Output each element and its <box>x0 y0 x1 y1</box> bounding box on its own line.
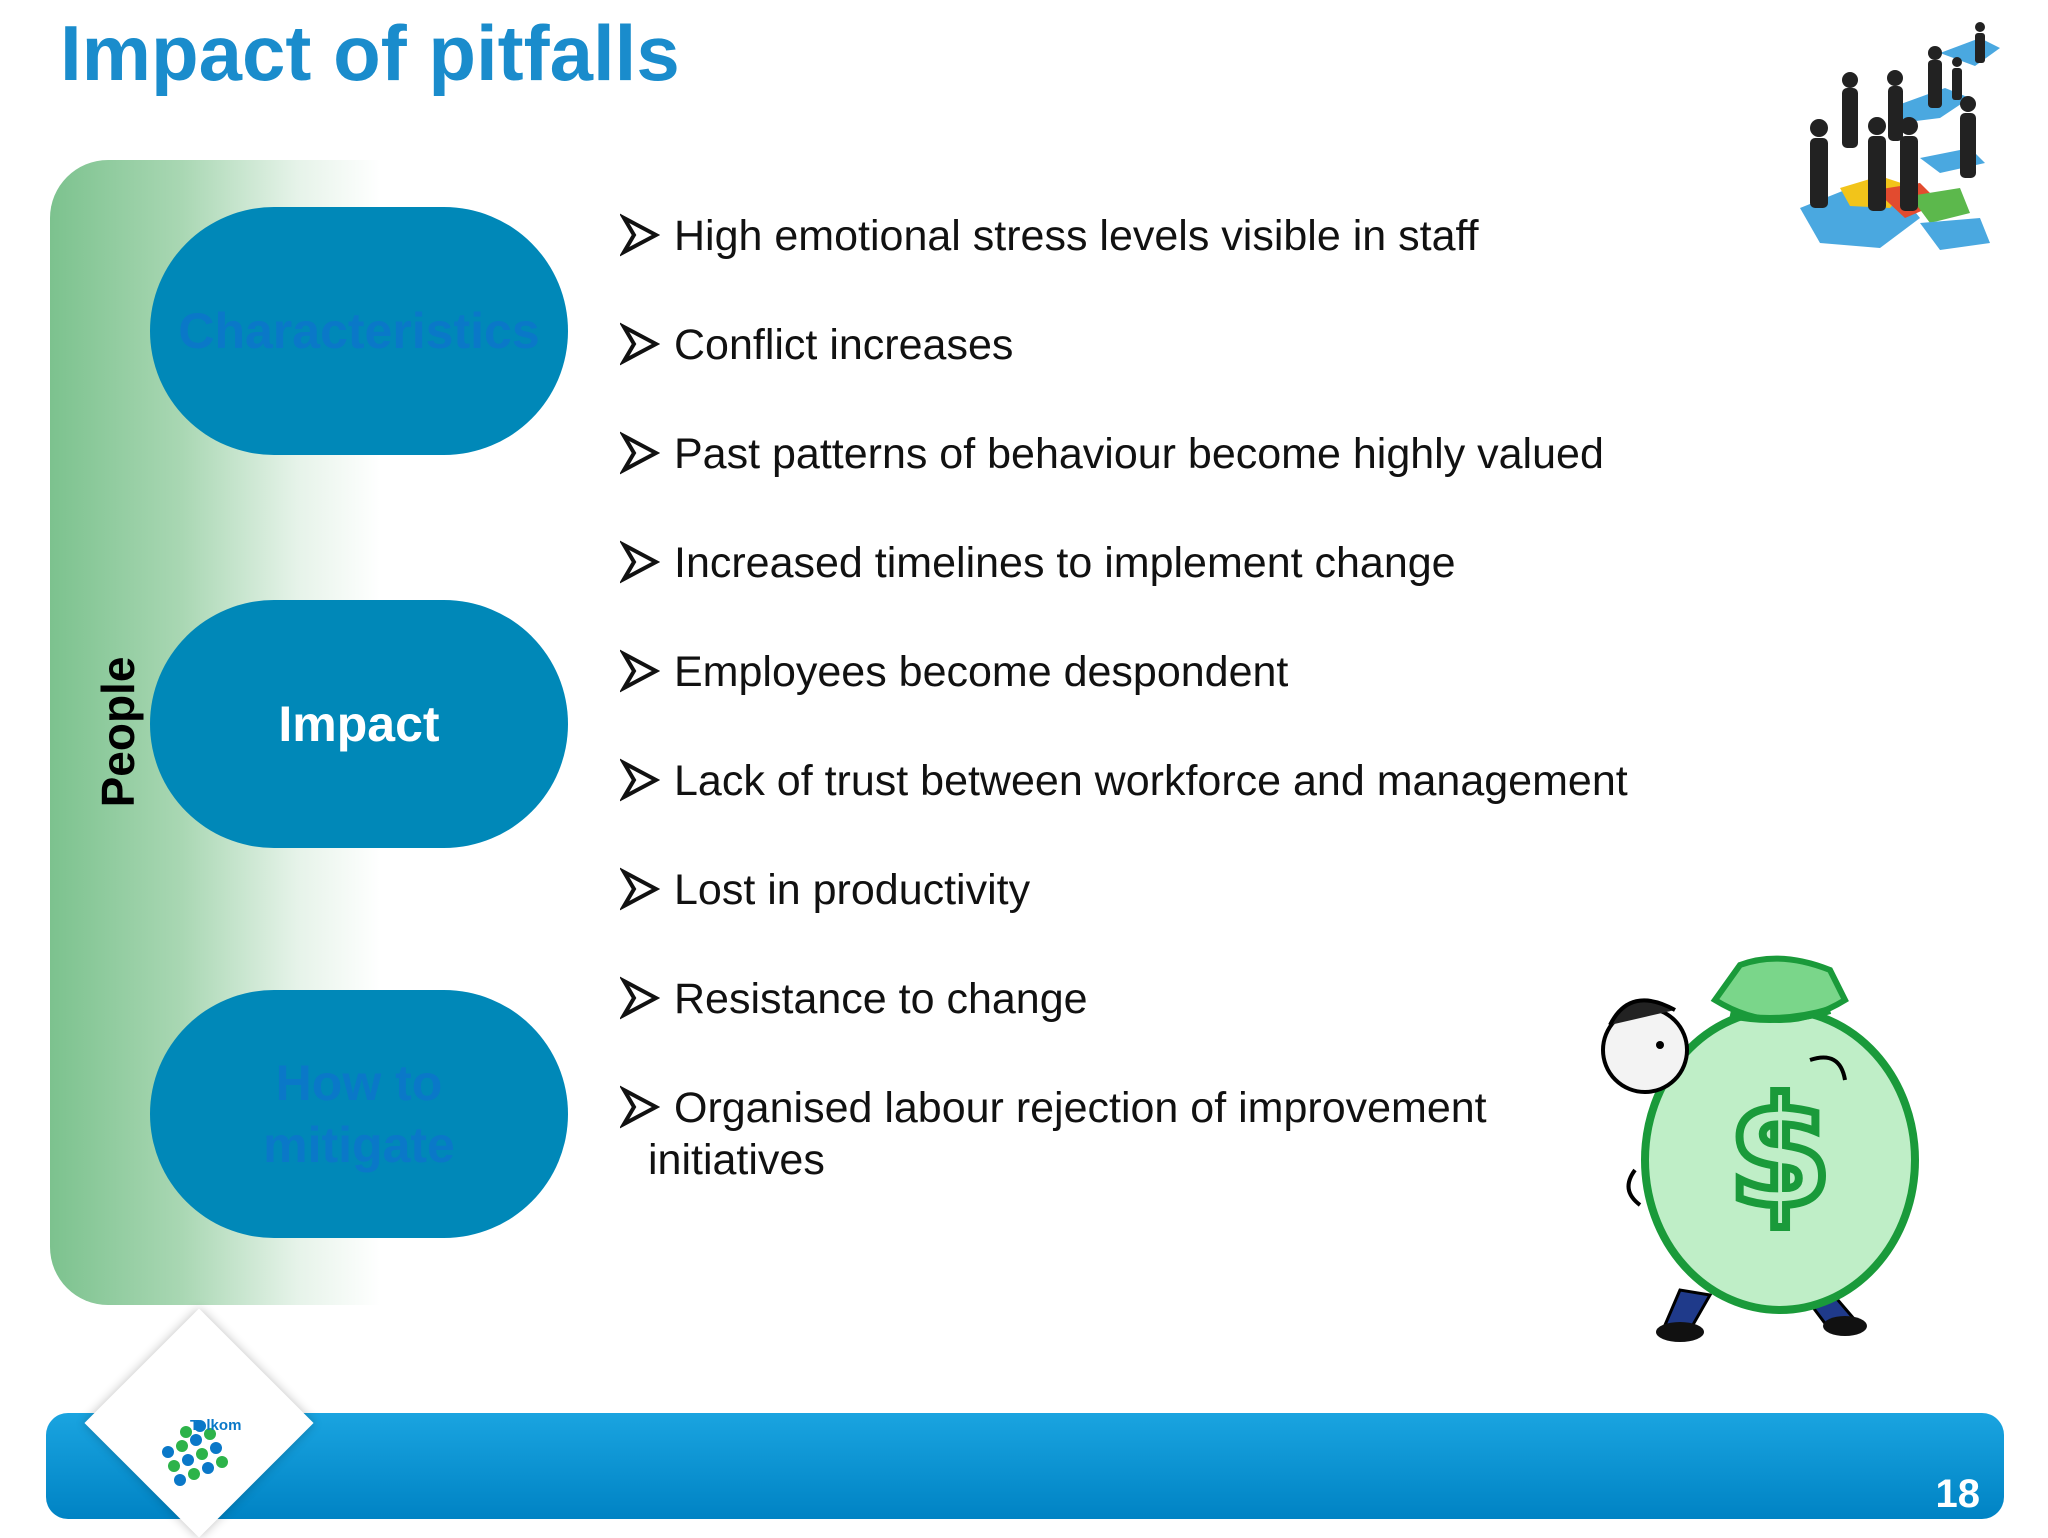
slide-title: Impact of pitfalls <box>60 9 680 97</box>
bullet-text: Lost in productivity <box>674 866 1031 914</box>
business-people-puzzle-image <box>1800 22 2000 250</box>
bullet-item: High emotional stress levels visible in … <box>620 210 1720 319</box>
bullet-text: Resistance to change <box>674 975 1088 1023</box>
bullet-text: High emotional stress levels visible in … <box>674 212 1479 260</box>
arrow-bullet-icon <box>620 322 660 366</box>
arrow-bullet-icon <box>620 540 660 584</box>
bullet-text: Conflict increases <box>674 321 1014 369</box>
telkom-logo <box>162 1420 228 1486</box>
impact-bullet-list: High emotional stress levels visible in … <box>620 210 1720 1191</box>
money-bag-man-image: $ <box>1601 955 1919 1342</box>
bullet-text-continuation: initiatives <box>648 1136 825 1184</box>
impact-pill-label: Impact <box>278 696 440 752</box>
arrow-bullet-icon <box>620 1085 660 1129</box>
bullet-item: Employees become despondent <box>620 646 1720 755</box>
bullet-item: Lost in productivity <box>620 864 1720 973</box>
bullet-text: Employees become despondent <box>674 648 1289 696</box>
bullet-text-line: Organised labour rejection of improvemen… <box>674 1084 1487 1132</box>
svg-text:$: $ <box>1728 1067 1832 1241</box>
footer-bar <box>46 1413 2004 1519</box>
bullet-item: Increased timelines to implement change <box>620 537 1720 646</box>
arrow-bullet-icon <box>620 649 660 693</box>
how-to-mitigate-pill-label: How to mitigate <box>263 1055 455 1173</box>
arrow-bullet-icon <box>620 867 660 911</box>
arrow-bullet-icon <box>620 431 660 475</box>
impact-pill[interactable]: Impact <box>150 600 568 848</box>
page-number: 18 <box>1935 1472 1981 1516</box>
arrow-bullet-icon <box>620 213 660 257</box>
bullet-item: Resistance to change <box>620 973 1720 1082</box>
bullet-item: Conflict increases <box>620 319 1720 428</box>
arrow-bullet-icon <box>620 758 660 802</box>
bullet-item: Organised labour rejection of improvemen… <box>620 1082 1720 1191</box>
arrow-bullet-icon <box>620 976 660 1020</box>
how-to-mitigate-pill[interactable]: How to mitigate <box>150 990 568 1238</box>
bullet-text: Organised labour rejection of improvemen… <box>648 1082 1674 1186</box>
bullet-item: Past patterns of behaviour become highly… <box>620 428 1720 537</box>
bullet-text: Past patterns of behaviour become highly… <box>674 430 1604 478</box>
characteristics-pill[interactable]: Characteristics <box>150 207 568 455</box>
telkom-logo-text: Telkom <box>190 1417 242 1434</box>
bullet-text: Increased timelines to implement change <box>674 539 1456 587</box>
bullet-text: Lack of trust between workforce and mana… <box>674 757 1628 805</box>
bullet-item: Lack of trust between workforce and mana… <box>620 755 1720 864</box>
people-label: People <box>92 656 144 808</box>
characteristics-pill-label: Characteristics <box>178 303 540 359</box>
